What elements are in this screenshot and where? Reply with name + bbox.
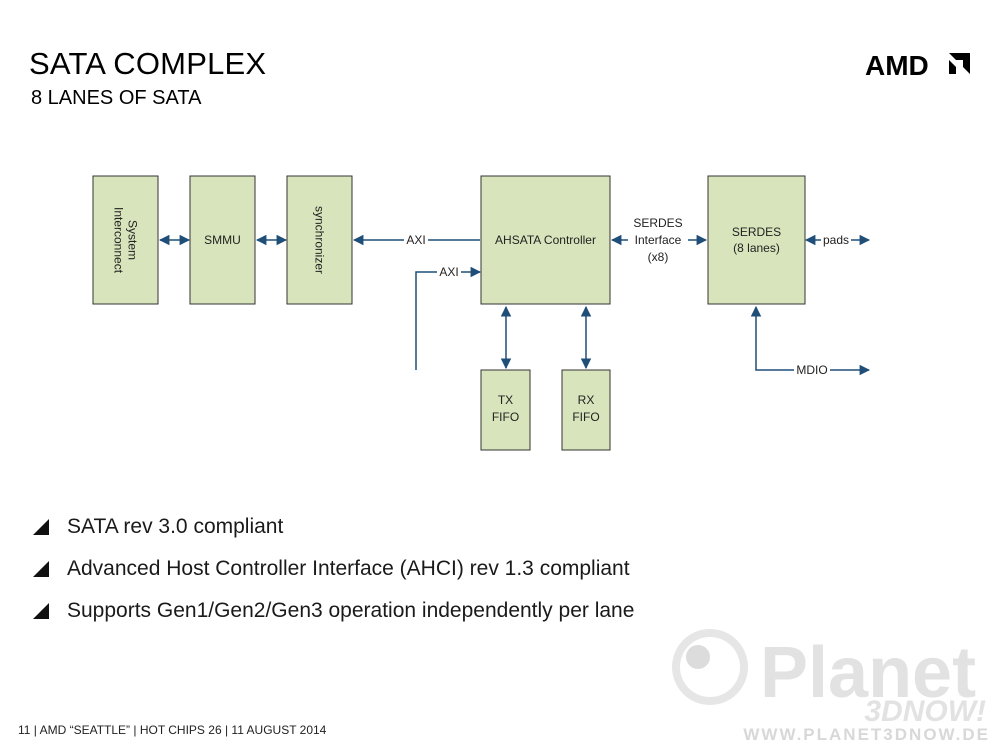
triangle-bullet-icon [33,603,49,619]
label-mdio: MDIO [796,363,827,377]
label-synchronizer: synchronizer [313,206,327,274]
label-serdes-interface-2: Interface [635,233,682,247]
label-serdes-2: (8 lanes) [733,241,780,255]
feature-item: Advanced Host Controller Interface (AHCI… [33,548,634,590]
amd-logo: AMD [865,50,970,80]
block-smmu [189,175,256,305]
label-serdes-interface-1: SERDES [633,216,682,230]
label-system-interconnect-1: System [126,220,140,260]
label-pads: pads [823,233,849,247]
block-system-interconnect [92,175,159,305]
label-ahsata-controller: AHSATA Controller [495,233,596,247]
amd-logo-text: AMD [865,50,929,80]
sata-block-diagram: System Interconnect SMMU synchronizer AH… [92,175,871,451]
slide-subtitle: 8 LANES OF SATA [31,87,202,109]
link-mdio [750,305,871,376]
block-synchronizer [286,175,353,305]
planet-globe-icon [672,629,748,705]
feature-item: Supports Gen1/Gen2/Gen3 operation indepe… [33,590,634,632]
label-serdes-1: SERDES [732,225,781,239]
label-rx-fifo-2: FIFO [572,410,599,424]
block-ahsata-controller [480,175,611,305]
label-axi-bottom: AXI [439,265,458,279]
planet3dnow-watermark: Planet 3DNOW! WWW.PLANET3DNOW.DE [672,629,990,744]
feature-text: Advanced Host Controller Interface (AHCI… [67,557,630,580]
link-axi-in [415,266,482,370]
feature-item: SATA rev 3.0 compliant [33,506,634,548]
label-serdes-interface-3: (x8) [648,250,669,264]
feature-list: SATA rev 3.0 compliant Advanced Host Con… [33,506,634,632]
feature-text: Supports Gen1/Gen2/Gen3 operation indepe… [67,599,635,622]
label-tx-fifo-1: TX [498,393,513,407]
watermark-brand-sub: 3DNOW! [864,695,986,728]
label-system-interconnect-2: Interconnect [112,207,126,274]
label-tx-fifo-2: FIFO [492,410,519,424]
triangle-bullet-icon [33,519,49,535]
block-tx-fifo [480,369,531,451]
label-axi-top: AXI [406,233,425,247]
amd-arrow-icon [949,53,970,74]
label-smmu: SMMU [204,233,241,247]
triangle-bullet-icon [33,561,49,577]
watermark-url: WWW.PLANET3DNOW.DE [743,725,990,744]
slide-footer: 11 | AMD “SEATTLE” | HOT CHIPS 26 | 11 A… [18,723,327,737]
block-rx-fifo [561,369,611,451]
label-rx-fifo-1: RX [578,393,595,407]
feature-text: SATA rev 3.0 compliant [67,515,284,538]
watermark-brand: Planet [760,633,976,713]
slide-title: SATA COMPLEX [29,46,267,81]
block-serdes [707,175,806,305]
